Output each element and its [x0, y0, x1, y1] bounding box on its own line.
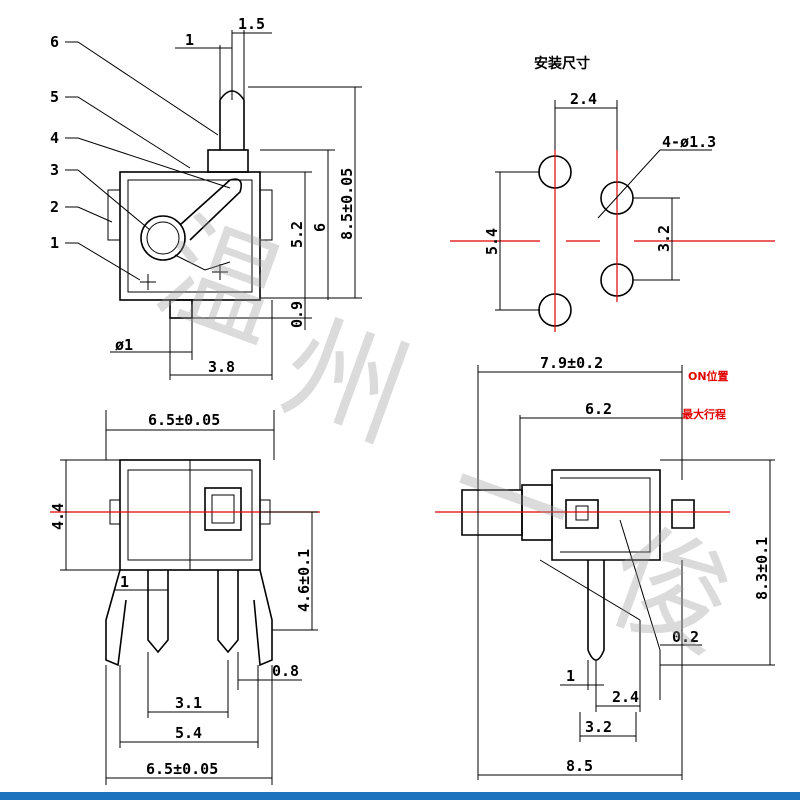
dim-1-5: 1.5: [238, 15, 265, 33]
dim-hole: 4-ø1.3: [662, 133, 716, 151]
callout-3: 3: [50, 161, 59, 179]
housing: [551, 469, 661, 561]
dim-3-2: 3.2: [585, 718, 612, 736]
dim-phi-1: ø1: [115, 336, 133, 354]
dim-2-4: 2.4: [612, 688, 639, 706]
bottom-left-front-view: 6.5±0.05 4.4 4.6±0.1 1 0.8 3.1 5.4 6.5±0…: [49, 410, 320, 785]
top-right-mounting: 安装尺寸 2.4 4-ø1.3 5.4 3.2: [450, 55, 775, 332]
spring: [140, 215, 186, 261]
dim-0-9: 0.9: [288, 301, 306, 328]
dim-3-1: 3.1: [175, 694, 202, 712]
watermark: 温 州 一 俊: [140, 197, 750, 679]
dim-8-5: 8.5: [566, 757, 593, 775]
bottom-right-top-view: 7.9±0.2 ON位置 6.2 最大行程 8.3±0.1 0.2 1 2.4 …: [435, 354, 775, 780]
callout-6: 6: [50, 33, 59, 51]
dim-5-2: 5.2: [288, 221, 306, 248]
callout-1: 1: [50, 234, 59, 252]
centerlines: [450, 150, 775, 332]
dim-0-2: 0.2: [672, 628, 699, 646]
dim-7-9: 7.9±0.2: [540, 354, 603, 372]
dim-0-8: 0.8: [272, 662, 299, 680]
dim-8-5: 8.5±0.05: [338, 168, 356, 240]
dim-1: 1: [185, 31, 194, 49]
bottom-bar: [0, 792, 800, 800]
dim-4-4: 4.4: [49, 503, 67, 530]
dim-6: 6: [311, 223, 329, 232]
dim-5-4: 5.4: [483, 228, 501, 255]
dim-6-5-bottom: 6.5±0.05: [146, 760, 218, 778]
on-position-label: ON位置: [688, 369, 729, 383]
dim-8-3: 8.3±0.1: [753, 537, 771, 600]
callout-2: 2: [50, 198, 59, 216]
dim-4-6: 4.6±0.1: [295, 549, 313, 612]
mounting-title: 安装尺寸: [534, 55, 590, 72]
svg-text:俊: 俊: [590, 507, 750, 679]
dim-5-4: 5.4: [175, 724, 202, 742]
dim-3-2: 3.2: [655, 225, 673, 252]
svg-text:一: 一: [430, 417, 590, 589]
dim-6-2: 6.2: [585, 400, 612, 418]
callout-4: 4: [50, 129, 59, 147]
dim-1: 1: [566, 667, 575, 685]
callout-5: 5: [50, 88, 59, 106]
dim-1: 1: [120, 573, 129, 591]
max-travel-label: 最大行程: [682, 407, 726, 421]
actuator-collar: [207, 149, 249, 173]
dim-3-8: 3.8: [208, 358, 235, 376]
bottom-pin: [169, 299, 193, 319]
top-left-view: 1 1.5 8.5±0.05 6 5.2 0.9 ø1 3.8 6 5 4 3 …: [50, 15, 362, 380]
window: [204, 487, 242, 531]
dim-2-4: 2.4: [570, 90, 597, 108]
dim-6-5-top: 6.5±0.05: [148, 411, 220, 429]
